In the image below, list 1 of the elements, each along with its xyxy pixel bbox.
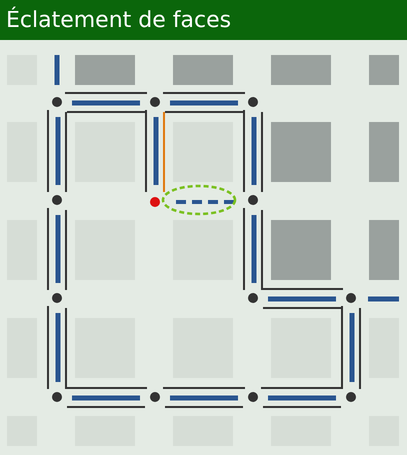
title-bar: Éclatement de faces [0, 0, 407, 40]
